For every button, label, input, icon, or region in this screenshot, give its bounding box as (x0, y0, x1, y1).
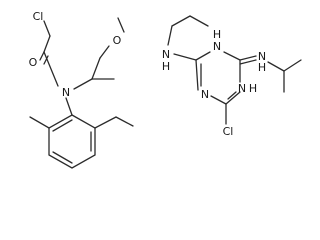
bond-co-double-b (43, 55, 49, 65)
atom-n-ring-2: N (201, 88, 209, 101)
ring-bond-6 (195, 59, 199, 91)
bond-iso-me1 (283, 59, 302, 72)
ring-bond-5 (210, 95, 227, 105)
bond-nh-ring (173, 53, 197, 61)
bond-n-ch (73, 78, 93, 90)
bond-ring-ethyl-1 (94, 116, 117, 129)
bond-cl-ch2 (43, 20, 51, 37)
bond-ring-methyl (29, 116, 50, 129)
ring-bond-4 (225, 91, 241, 105)
atom-n-amide: N (62, 86, 70, 99)
bond-ring-nh-iso-a (239, 55, 257, 61)
chemical-structures: Cl O N O N H N H N H N (29, 10, 302, 169)
bond-co-double-a (39, 51, 45, 61)
bond-ch2-o (99, 45, 110, 59)
bond-ethyl-1 (189, 15, 209, 27)
atom-cl: Cl (33, 10, 44, 23)
atom-cl: Cl (223, 125, 234, 138)
atom-h-ring-1: H (213, 28, 221, 41)
atom-h-ring-3: H (249, 82, 257, 95)
atom-o-carbonyl: O (29, 56, 38, 69)
structure-canvas: Cl O N O N H N H N H N (29, 10, 302, 169)
molecule-right: N H N H N H N N H Cl (162, 15, 302, 138)
atom-n-ring-1: N (213, 40, 221, 53)
atom-h-isopropyl: H (258, 61, 266, 74)
bond-ch2-co (43, 35, 51, 53)
bond-ethyl-2 (171, 15, 191, 27)
bond-n-iso (267, 61, 285, 72)
bond-ch-ch2 (91, 57, 101, 80)
bond-n-ring (65, 97, 73, 116)
atom-n-ring-3: N (238, 82, 246, 95)
bond-ring-ethyl-2 (115, 116, 134, 127)
bond-co-n (43, 51, 59, 87)
ring-bond-2 (223, 51, 241, 61)
ring-bond-1 (195, 51, 211, 61)
atom-n-ethylamine: N (162, 48, 170, 61)
benzene-ring (48, 114, 96, 169)
molecule-left: Cl O N O (29, 10, 134, 169)
ring-double-3 (52, 119, 73, 132)
bond-ring-nh-iso-b (239, 59, 257, 65)
atom-n-isopropyl: N (258, 50, 266, 63)
ring-double-b (227, 91, 237, 100)
bond-ethyl-n (167, 25, 173, 46)
atom-h-ethylamine: H (162, 60, 170, 73)
atom-o-ether: O (113, 34, 122, 47)
bond-o-methyl (117, 17, 125, 33)
ring-double-2 (52, 151, 73, 164)
